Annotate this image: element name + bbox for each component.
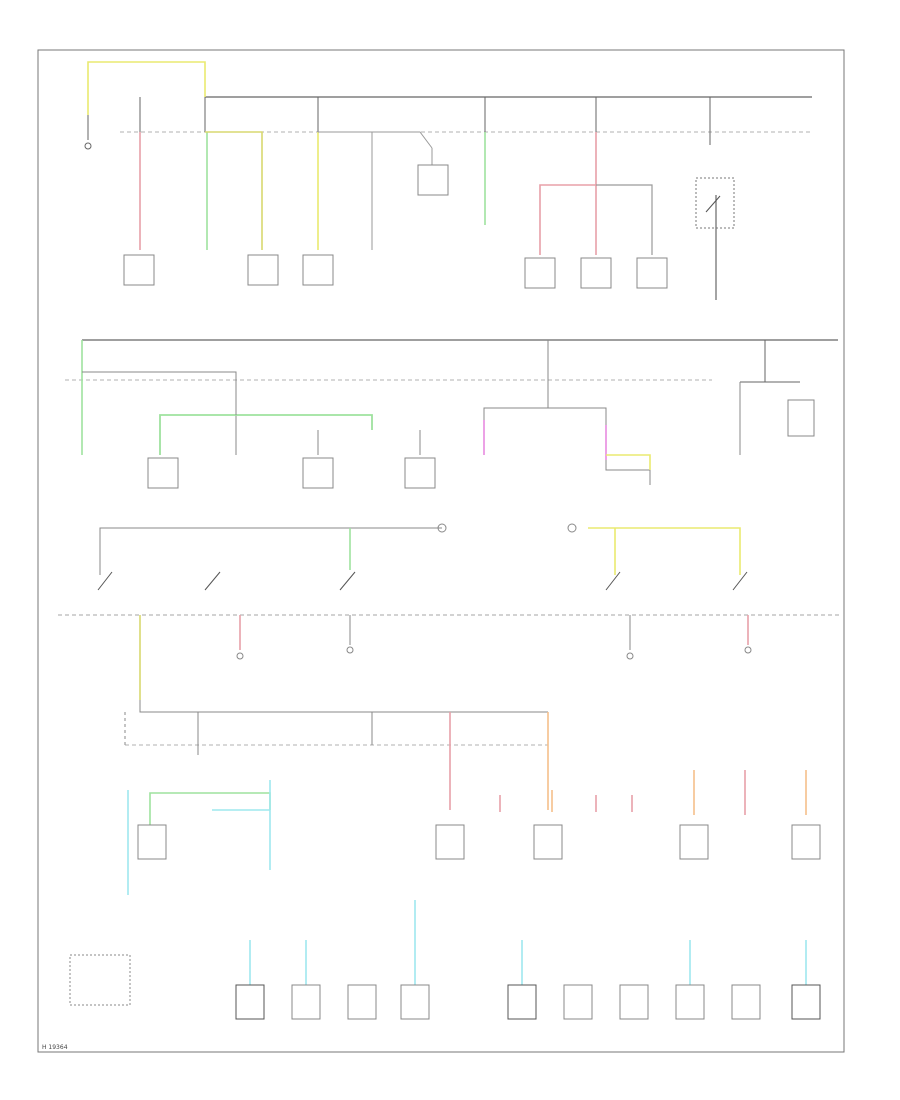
- component-box-icon: [417, 164, 449, 196]
- component-box-icon: [619, 984, 649, 1020]
- component-box-icon: [787, 399, 815, 437]
- component-box-icon: [435, 824, 465, 860]
- component-box-icon: [302, 254, 334, 286]
- splice-dot-icon: [567, 523, 577, 533]
- component-box-icon: [791, 984, 821, 1020]
- component-box-icon: [291, 984, 321, 1020]
- ground-icon: [346, 646, 354, 654]
- component-box-icon: [400, 984, 430, 1020]
- component-box-icon: [533, 824, 563, 860]
- component-box-icon: [507, 984, 537, 1020]
- ground-icon: [626, 652, 634, 660]
- footer-code: H 19364: [42, 1044, 68, 1051]
- component-box-icon: [524, 257, 556, 289]
- component-box-icon: [580, 257, 612, 289]
- component-box-icon: [791, 824, 821, 860]
- component-box-icon: [123, 254, 155, 286]
- relay-switch-icon: [695, 177, 735, 229]
- section-lighting: [65, 340, 815, 489]
- component-box-icon: [302, 457, 334, 489]
- component-box-icon: [247, 254, 279, 286]
- splice-dot-icon: [437, 523, 447, 533]
- component-box-icon: [404, 457, 436, 489]
- component-box-icon: [675, 984, 705, 1020]
- component-box-icon: [563, 984, 593, 1020]
- section-switches: [97, 523, 752, 700]
- component-box-icon: [679, 824, 709, 860]
- component-box-icon: [147, 457, 179, 489]
- diagram-frame: [37, 49, 845, 1053]
- component-box-icon: [235, 984, 265, 1020]
- section-top-power: [84, 61, 812, 300]
- component-box-icon: [347, 984, 377, 1020]
- component-box-icon: [731, 984, 761, 1020]
- section-connectors: [69, 900, 821, 1020]
- ground-icon: [744, 646, 752, 654]
- ground-icon: [236, 652, 244, 660]
- section-modules: [124, 700, 821, 895]
- component-box-icon: [137, 824, 167, 860]
- yellow-feed-wire: [87, 61, 206, 115]
- component-box-icon: [636, 257, 668, 289]
- ground-icon: [84, 142, 92, 150]
